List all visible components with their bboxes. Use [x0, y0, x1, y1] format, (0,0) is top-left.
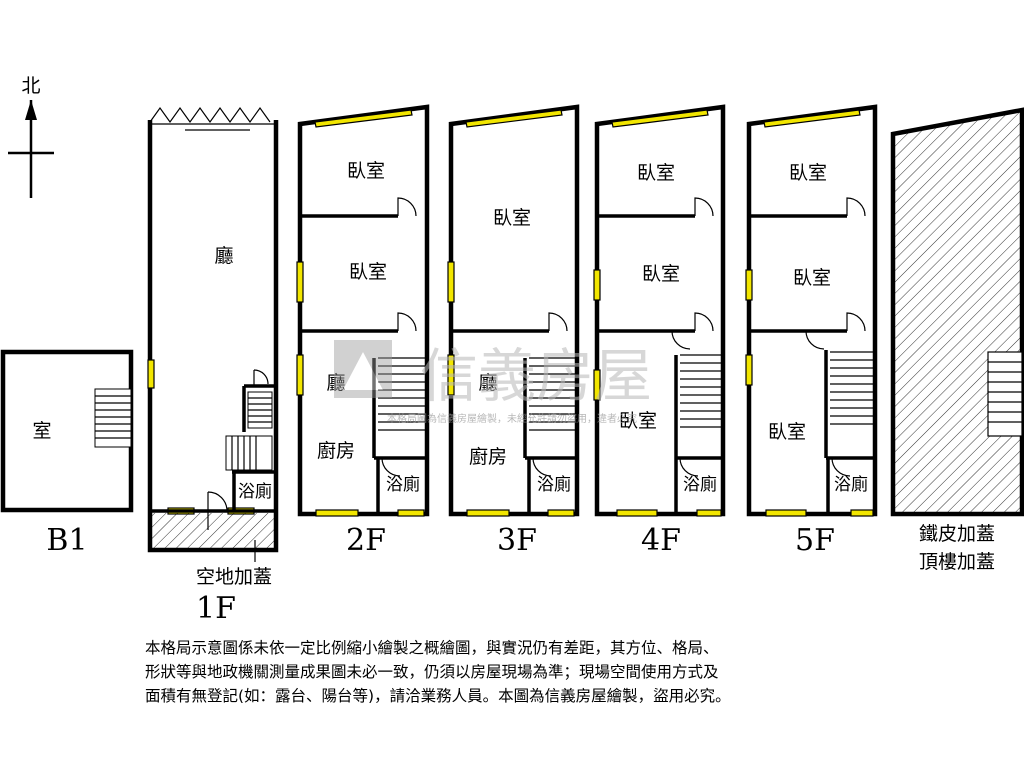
window — [745, 269, 753, 301]
window — [765, 509, 807, 517]
window — [147, 359, 155, 389]
kitchen-label: 廚房 — [317, 439, 355, 462]
floor-level-label: 1F — [196, 591, 236, 626]
floor-4f: 臥室 臥室 臥室 浴廁 4F — [593, 104, 726, 558]
window — [763, 109, 861, 128]
bathroom-label: 浴廁 — [238, 481, 272, 502]
bedroom-label: 臥室 — [768, 421, 806, 443]
roof-label-line1: 鐵皮加蓋 — [919, 523, 995, 545]
stairs-icon — [94, 388, 132, 448]
floor-level-label: 4F — [641, 523, 681, 558]
watermark-notice: 本格局圖為信義房屋繪製，未經允許請勿盜用，違者必究 — [387, 412, 637, 425]
stairs-icon — [529, 357, 577, 431]
north-arrow-icon — [8, 100, 54, 198]
window — [447, 261, 455, 303]
north-label: 北 — [21, 75, 40, 97]
floor-5f: 臥室 臥室 臥室 浴廁 5F — [745, 104, 878, 558]
window — [465, 109, 563, 128]
bedroom-label: 臥室 — [793, 267, 831, 289]
bathroom-label: 浴廁 — [537, 474, 571, 495]
window — [593, 269, 601, 301]
floor-level-label: 5F — [795, 523, 835, 558]
window — [447, 354, 455, 396]
window — [850, 509, 874, 517]
living-room-label: 廳 — [478, 372, 497, 394]
bedroom-label: 臥室 — [349, 261, 387, 283]
stairs-icon — [987, 351, 1023, 437]
floor-b1: 室 B1 — [0, 349, 134, 558]
window — [611, 109, 709, 128]
window — [397, 509, 425, 517]
living-room-label: 廳 — [214, 245, 233, 267]
bathroom-label: 浴廁 — [683, 474, 717, 495]
living-room-label: 廳 — [326, 372, 345, 394]
window — [296, 261, 304, 303]
floor-2f: 臥室 臥室 廳 廚房 浴廁 2F — [296, 104, 430, 558]
bedroom-label: 臥室 — [789, 162, 827, 184]
floor-1f: 廳 浴廁 空地加蓋 1F — [147, 106, 279, 626]
room-label: 室 — [32, 420, 51, 442]
stairs-icon — [225, 391, 273, 471]
floor-3f: 臥室 廳 廚房 浴廁 3F — [447, 104, 580, 558]
watermark-brand: 信義房屋 — [420, 342, 652, 410]
bedroom-label: 臥室 — [347, 160, 385, 182]
window — [315, 509, 359, 517]
bathroom-label: 浴廁 — [834, 474, 868, 495]
window — [547, 509, 575, 517]
window — [696, 509, 722, 517]
disclaimer-line-2: 形狀等與地政機關測量成果圖未必一致，仍須以房屋現場為準；現場空間使用方式及 — [145, 663, 719, 681]
bedroom-label: 臥室 — [637, 162, 675, 184]
roof-label-line2: 頂樓加蓋 — [919, 551, 995, 573]
disclaimer-line-3: 面積有無登記(如：露台、陽台等)，請洽業務人員。本圖為信義房屋繪製，盜用必究。 — [145, 686, 731, 705]
stairs-icon — [378, 357, 427, 431]
kitchen-label: 廚房 — [469, 445, 507, 468]
window — [593, 369, 601, 401]
watermark: 信義房屋 本格局圖為信義房屋繪製，未經允許請勿盜用，違者必究 — [334, 340, 652, 425]
stairs-icon — [680, 354, 723, 428]
floor-level-label: B1 — [46, 523, 87, 558]
bedroom-label: 臥室 — [642, 263, 680, 285]
window — [314, 109, 413, 128]
disclaimer-line-1: 本格局示意圖係未依一定比例縮小繪製之概繪圖，與實況仍有差距，其方位、格局、 — [145, 638, 719, 657]
annex-label: 空地加蓋 — [196, 566, 272, 588]
floor-level-label: 2F — [346, 523, 386, 558]
window — [745, 354, 753, 386]
door-icon — [207, 491, 228, 530]
bathroom-label: 浴廁 — [386, 474, 420, 495]
stairs-icon — [830, 351, 875, 425]
bedroom-label: 臥室 — [619, 410, 657, 432]
window — [296, 354, 304, 396]
window — [616, 509, 658, 517]
window — [466, 509, 510, 517]
floor-roof: 鐵皮加蓋 頂樓加蓋 — [890, 107, 1024, 573]
bedroom-label: 臥室 — [493, 207, 531, 229]
brand-logo-icon — [334, 340, 392, 398]
floor-level-label: 3F — [497, 523, 537, 558]
